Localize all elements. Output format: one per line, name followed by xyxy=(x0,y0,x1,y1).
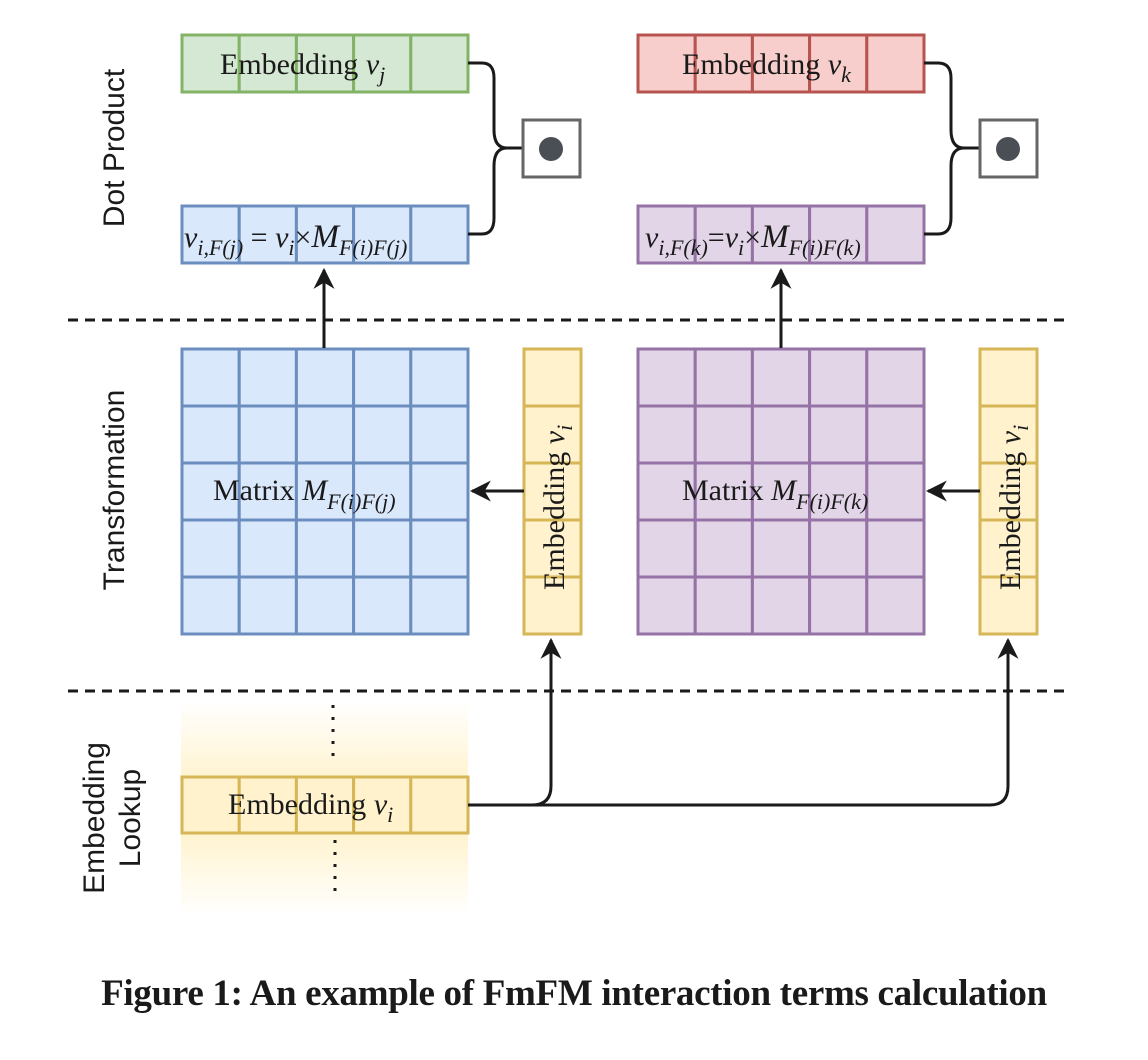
embedding-vk-vector-cell xyxy=(865,33,926,94)
dot-product-operator-right xyxy=(978,118,1039,179)
matrix-right-cell xyxy=(636,575,697,636)
side-embedding-right-vector-cell xyxy=(978,575,1039,636)
matrix-right-cell xyxy=(636,347,697,408)
transformed-right-vector-cell xyxy=(750,204,812,265)
matrix-right xyxy=(636,347,926,636)
matrix-left-cell xyxy=(409,347,470,408)
transformed-left-vector-cell xyxy=(409,204,470,265)
label-side-embedding-right: Embedding vi xyxy=(994,425,1033,590)
matrix-left-cell xyxy=(294,518,356,579)
matrix-right-cell xyxy=(693,404,754,465)
embedding-vk-vector-cell xyxy=(750,33,812,94)
matrix-left-cell xyxy=(294,404,356,465)
embedding-vj-vector-cell xyxy=(409,33,470,94)
side-embedding-right-vector xyxy=(978,347,1039,636)
side-embedding-right-vector-cell xyxy=(978,461,1039,522)
transformed-right-vector xyxy=(636,204,926,265)
matrix-right-cell xyxy=(750,461,812,522)
arrow-lookup-to-right-side-embedding xyxy=(532,637,1019,807)
side-embedding-left-vector-cell xyxy=(522,575,583,636)
matrix-right-cell xyxy=(750,518,812,579)
matrix-right-cell xyxy=(693,575,754,636)
label-lookup-embedding: Embedding vi xyxy=(228,788,393,827)
side-embedding-left-vector xyxy=(522,347,583,636)
layer-label-dot-product: Dot Product xyxy=(98,68,131,227)
transformed-left-vector-cell xyxy=(180,204,241,265)
label-transformed-right: vi,F(k)=vi×MF(i)F(k) xyxy=(645,219,861,260)
embedding-vj-vector-cell xyxy=(237,33,298,94)
matrix-left-cell xyxy=(237,404,298,465)
matrix-right-cell xyxy=(693,347,754,408)
matrix-left-cell xyxy=(294,575,356,636)
matrix-left-cell xyxy=(409,518,470,579)
embedding-vk-vector-cell xyxy=(808,33,869,94)
matrix-left-cell xyxy=(294,347,356,408)
label-transformed-left: vi,F(j) = vi×MF(i)F(j) xyxy=(184,219,407,260)
transformed-right-vector-cell xyxy=(808,204,869,265)
matrix-left-cell xyxy=(352,347,413,408)
matrix-right-cell xyxy=(808,518,869,579)
matrix-left-cell xyxy=(237,575,298,636)
matrix-left-cell xyxy=(237,347,298,408)
matrix-right-cell xyxy=(636,518,697,579)
matrix-left-cell xyxy=(180,518,241,579)
lookup-embedding-vector-cell xyxy=(409,775,470,835)
brace-left xyxy=(468,61,522,236)
matrix-left-cell xyxy=(180,575,241,636)
dot-product-operator-left xyxy=(521,118,582,179)
brace-right xyxy=(924,61,980,236)
matrix-right-cell xyxy=(865,461,926,522)
transformed-right-vector-cell xyxy=(865,204,926,265)
side-embedding-right-vector-cell xyxy=(978,347,1039,408)
side-embedding-right-vector-cell xyxy=(978,518,1039,579)
transformed-right-vector-cell xyxy=(636,204,697,265)
figure-caption: Figure 1: An example of FmFM interaction… xyxy=(101,973,1047,1014)
side-embedding-right-vector-cell xyxy=(978,404,1039,465)
matrix-right-cell xyxy=(750,347,812,408)
matrix-right-cell xyxy=(750,404,812,465)
matrix-right-cell xyxy=(808,347,869,408)
layer-label-embedding-lookup-line2: Lookup xyxy=(114,769,147,867)
embedding-vk-vector-cell xyxy=(693,33,754,94)
arrow-lookup-to-left-side-embedding xyxy=(468,637,562,807)
matrix-left-cell xyxy=(237,518,298,579)
label-matrix-right: Matrix MF(i)F(k) xyxy=(682,474,868,514)
matrix-right-cell xyxy=(636,404,697,465)
label-matrix-left: Matrix MF(i)F(j) xyxy=(213,474,396,514)
matrix-right-cell xyxy=(693,518,754,579)
matrix-right-cell xyxy=(808,575,869,636)
layer-label-transformation: Transformation xyxy=(98,390,131,591)
label-side-embedding-left: Embedding vi xyxy=(538,425,577,590)
matrix-left-cell xyxy=(180,404,241,465)
label-embedding-vj: Embedding vj xyxy=(220,48,385,87)
matrix-right-cell xyxy=(750,575,812,636)
matrix-left xyxy=(180,347,470,636)
layer-label-embedding-lookup-line1: Embedding xyxy=(78,742,111,894)
lookup-embedding-vector xyxy=(180,775,470,835)
matrix-left-cell xyxy=(409,575,470,636)
matrix-left-cell xyxy=(352,575,413,636)
embedding-vj-vector xyxy=(180,33,470,94)
matrix-left-cell xyxy=(352,404,413,465)
matrix-right-cell xyxy=(808,404,869,465)
side-embedding-left-vector-cell xyxy=(522,404,583,465)
matrix-right-cell xyxy=(865,347,926,408)
dot-icon xyxy=(996,137,1020,161)
embedding-vj-vector-cell xyxy=(352,33,413,94)
matrix-right-cell xyxy=(865,518,926,579)
matrix-left-cell xyxy=(352,518,413,579)
transformed-left-vector xyxy=(180,204,470,265)
matrix-right-cell xyxy=(865,575,926,636)
matrix-left-cell xyxy=(180,347,241,408)
lookup-embedding-vector-cell xyxy=(180,775,241,835)
matrix-right-cell xyxy=(865,404,926,465)
side-embedding-left-vector-cell xyxy=(522,347,583,408)
embedding-vj-vector-cell xyxy=(180,33,241,94)
label-embedding-vk: Embedding vk xyxy=(682,48,852,87)
matrix-left-cell xyxy=(409,404,470,465)
dot-icon xyxy=(539,137,563,161)
embedding-vk-vector-cell xyxy=(636,33,697,94)
matrix-left-cell xyxy=(409,461,470,522)
